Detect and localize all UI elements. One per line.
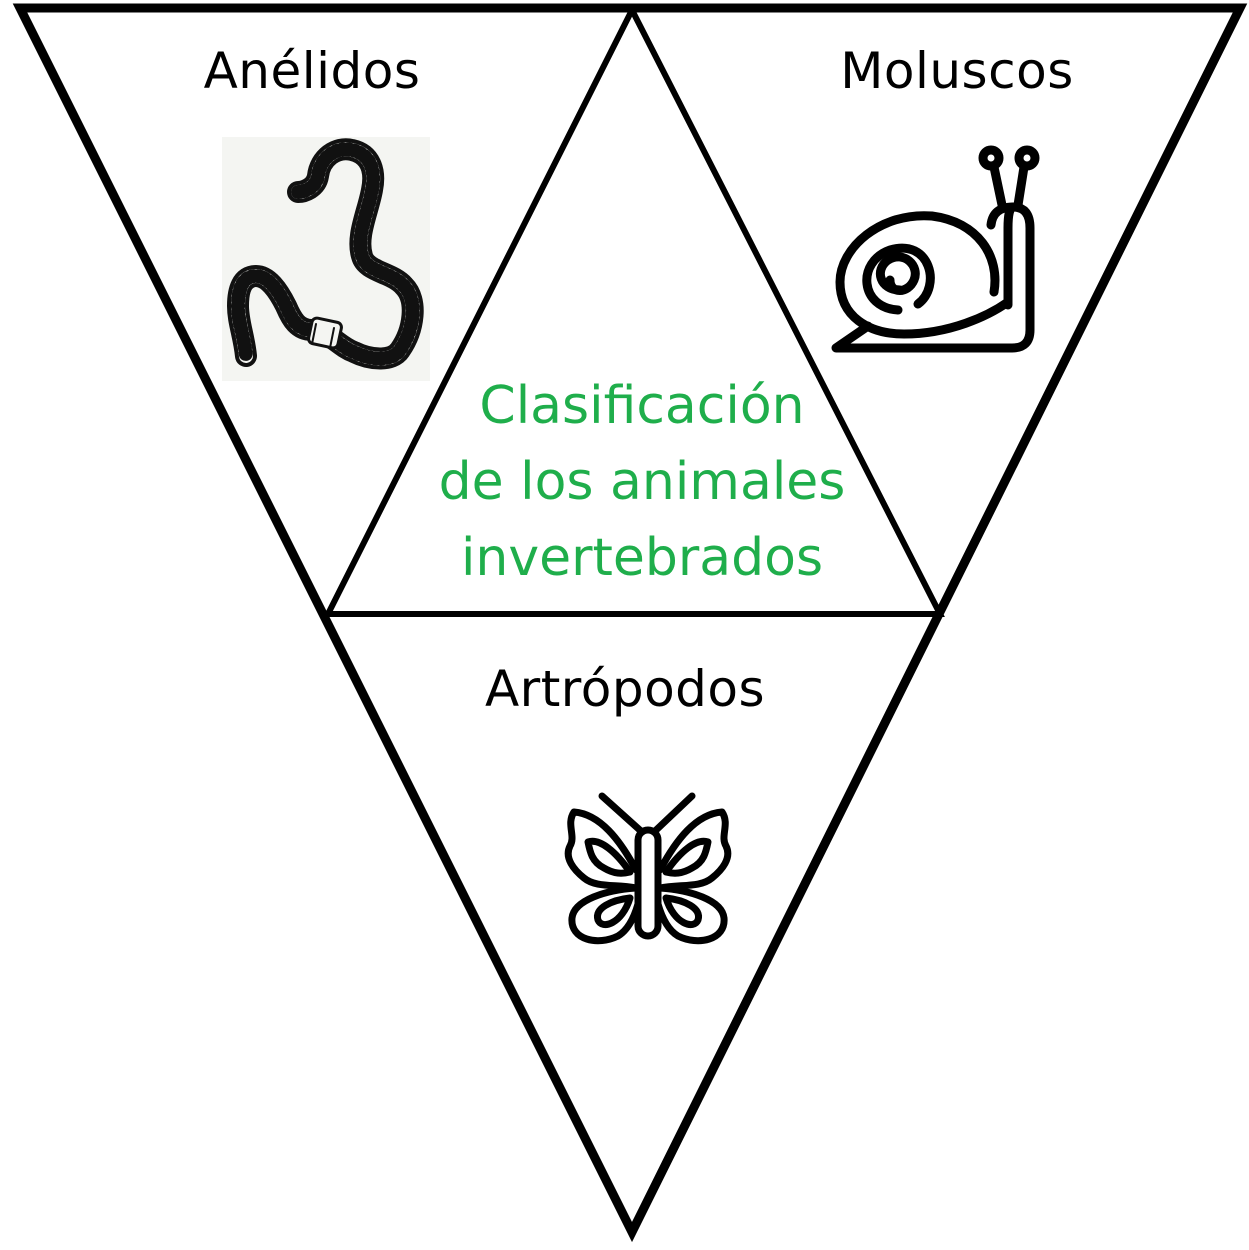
outer-triangle bbox=[12, 3, 1248, 1243]
center-title-line-3: invertebrados bbox=[460, 528, 824, 588]
section-label-anelidos: Anélidos bbox=[203, 42, 421, 100]
center-title-line-2: de los animales bbox=[438, 452, 846, 512]
snail-icon bbox=[831, 145, 1040, 353]
worm-icon bbox=[227, 138, 424, 370]
center-title-line-1: Clasificación bbox=[479, 376, 805, 436]
section-label-artropodos: Artrópodos bbox=[484, 660, 766, 718]
inner-triangle bbox=[323, 3, 945, 617]
center-title: Clasificación de los animales invertebra… bbox=[432, 368, 852, 596]
butterfly-icon bbox=[564, 792, 732, 945]
section-label-moluscos: Moluscos bbox=[840, 42, 1074, 100]
